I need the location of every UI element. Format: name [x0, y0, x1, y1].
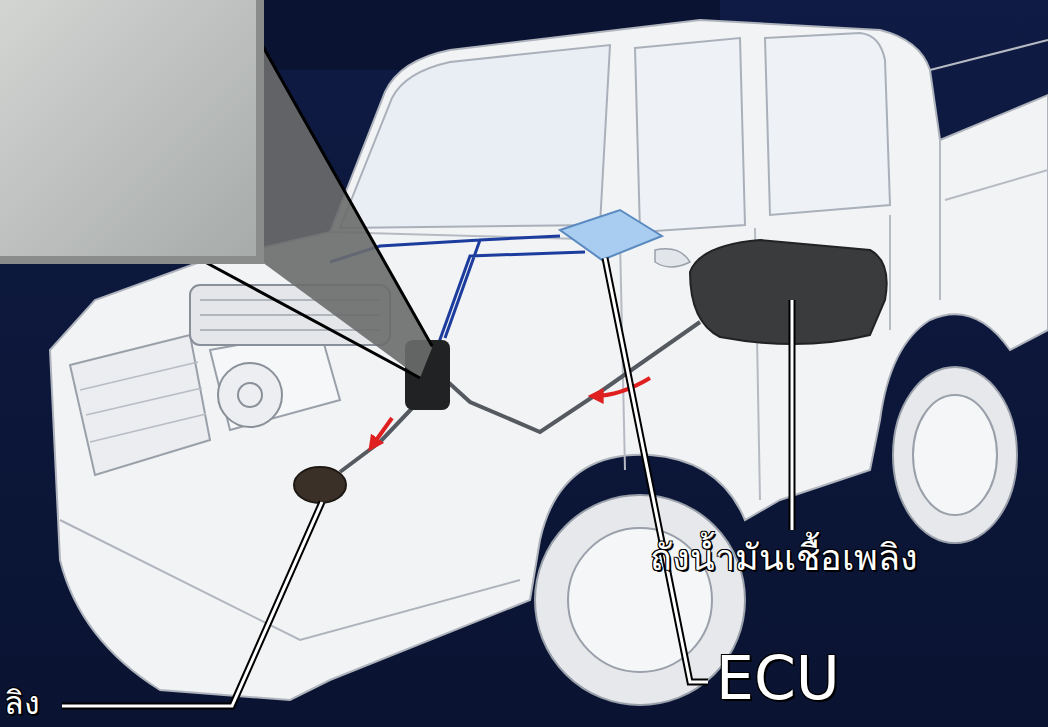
part-label: ลิง	[4, 684, 40, 722]
ecu-box	[560, 210, 662, 260]
windshield	[340, 45, 610, 228]
grille-bars	[80, 362, 206, 442]
callout-wedge	[262, 45, 432, 378]
engine-pulley-hub	[238, 383, 262, 407]
engine-pulley	[218, 363, 282, 427]
part-label: ถังน้ำมันเชื้อเพลิง	[650, 536, 918, 579]
truck-bed	[930, 40, 1048, 300]
rear-tire	[893, 367, 1017, 543]
flow-arrow	[594, 378, 650, 396]
leader-line-shadow	[62, 258, 792, 706]
grille	[70, 335, 210, 475]
flow-arrow	[372, 418, 392, 446]
inset-frame	[0, 0, 264, 264]
fuel-line	[340, 402, 418, 472]
rear-rim	[913, 395, 997, 515]
leader-line	[62, 258, 792, 706]
mirror	[655, 249, 690, 267]
front-tire	[535, 495, 745, 705]
fuel-pump	[294, 467, 346, 503]
rear-window	[765, 33, 890, 215]
part-label: ECU	[716, 642, 840, 714]
fuel-line	[448, 322, 700, 432]
fuel-tank	[690, 240, 887, 344]
front-window	[635, 38, 745, 232]
inset-panel	[0, 0, 256, 256]
